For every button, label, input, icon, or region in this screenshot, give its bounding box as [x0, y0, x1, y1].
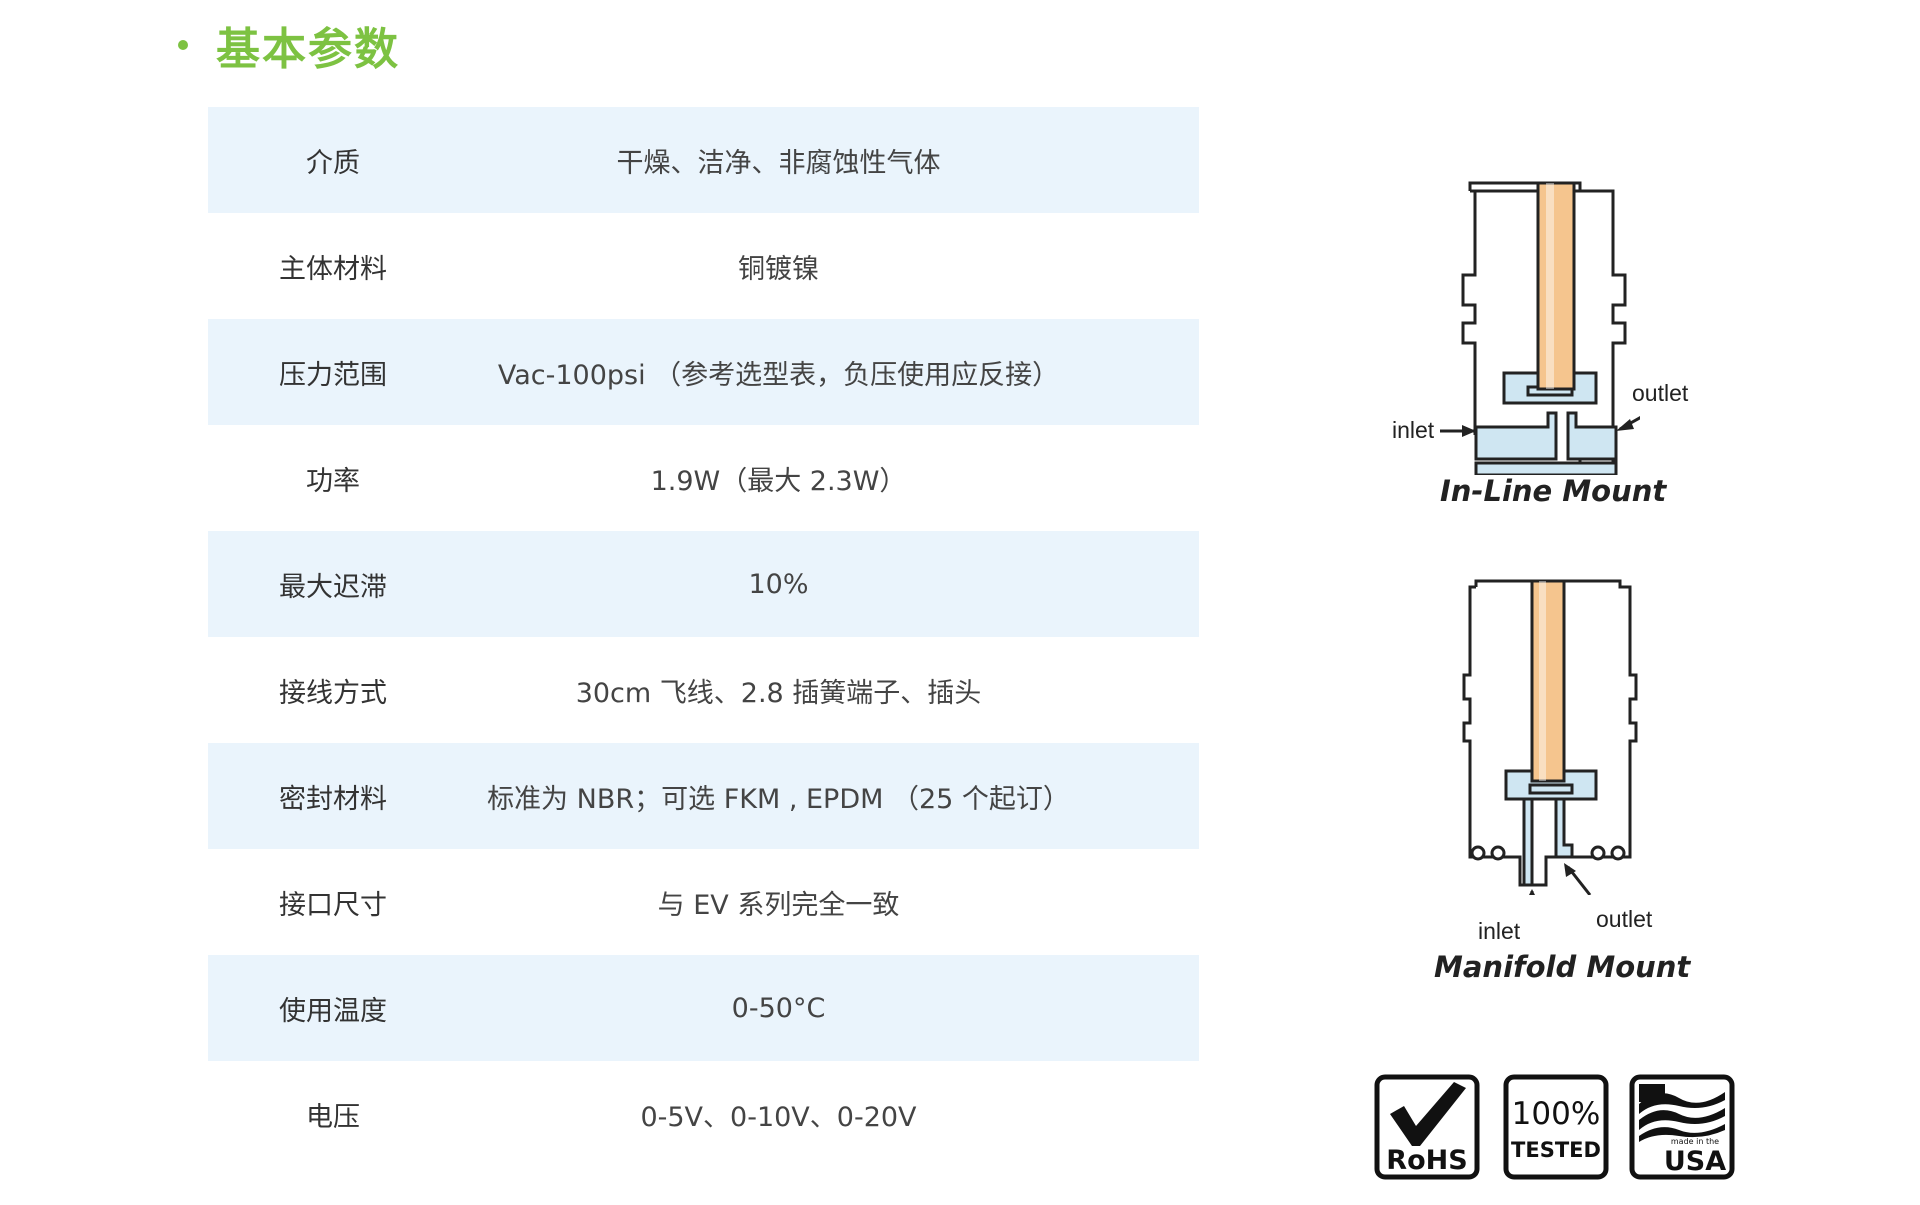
inline-outlet-label: outlet: [1632, 380, 1689, 406]
spec-value: 0-50°C: [731, 992, 826, 1024]
spec-value: 10%: [748, 568, 809, 600]
spec-value: 标准为 NBR；可选 FKM , EPDM （25 个起订）: [487, 783, 1070, 815]
tested-percent-text: 100%: [1512, 1096, 1601, 1132]
tested-badge: 100% TESTED: [1503, 1074, 1609, 1180]
spec-row: 主体材料 铜镀镍: [208, 213, 1199, 319]
spec-value: 与 EV 系列完全一致: [657, 889, 900, 921]
header-bullet-dot: [178, 40, 188, 50]
made-in-usa-badge: made in the USA: [1629, 1074, 1735, 1180]
spec-label: 最大迟滞: [279, 571, 387, 603]
spec-value: 1.9W（最大 2.3W）: [650, 465, 907, 497]
spec-row: 密封材料 标准为 NBR；可选 FKM , EPDM （25 个起订）: [208, 743, 1199, 849]
manifold-inlet-label: inlet: [1478, 918, 1521, 944]
spec-row: 最大迟滞 10%: [208, 531, 1199, 637]
checkmark-icon: [1390, 1082, 1466, 1146]
spec-row: 使用温度 0-50°C: [208, 955, 1199, 1061]
tested-text: TESTED: [1511, 1138, 1601, 1162]
inline-inlet-label: inlet: [1392, 417, 1435, 443]
flag-icon: [1639, 1084, 1725, 1142]
spec-row: 介质 干燥、洁净、非腐蚀性气体: [208, 107, 1199, 213]
section-header: 基本参数: [178, 10, 400, 80]
manifold-outlet-label: outlet: [1596, 906, 1653, 932]
spec-value: 30cm 飞线、2.8 插簧端子、插头: [575, 677, 982, 709]
spec-value: Vac-100psi （参考选型表，负压使用应反接）: [497, 359, 1060, 391]
spec-label: 电压: [306, 1101, 360, 1133]
spec-label: 压力范围: [279, 359, 387, 391]
rohs-badge: RoHS: [1374, 1074, 1480, 1180]
spec-label: 接线方式: [279, 677, 387, 709]
spec-row: 电压 0-5V、0-10V、0-20V: [208, 1061, 1199, 1167]
spec-value: 0-5V、0-10V、0-20V: [640, 1101, 917, 1133]
inline-mount-caption: In-Line Mount: [1440, 474, 1667, 508]
inline-mount-diagram: [1440, 181, 1640, 475]
spec-label: 介质: [306, 147, 360, 179]
spec-value: 干燥、洁净、非腐蚀性气体: [616, 147, 941, 179]
spec-row: 接线方式 30cm 飞线、2.8 插簧端子、插头: [208, 637, 1199, 743]
usa-text: USA: [1664, 1146, 1726, 1177]
spec-label: 功率: [306, 465, 360, 497]
manifold-mount-caption: Manifold Mount: [1434, 950, 1691, 984]
spec-label: 密封材料: [279, 783, 387, 815]
spec-label: 主体材料: [279, 253, 387, 285]
made-in-the-text: made in the: [1671, 1137, 1719, 1146]
spec-label: 使用温度: [279, 995, 387, 1027]
rohs-text: RoHS: [1386, 1145, 1467, 1176]
spec-value: 铜镀镍: [738, 253, 819, 285]
spec-row: 压力范围 Vac-100psi （参考选型表，负压使用应反接）: [208, 319, 1199, 425]
spec-row: 功率 1.9W（最大 2.3W）: [208, 425, 1199, 531]
manifold-mount-diagram: [1462, 579, 1638, 895]
spec-row: 接口尺寸 与 EV 系列完全一致: [208, 849, 1199, 955]
section-title: 基本参数: [216, 24, 400, 75]
spec-label: 接口尺寸: [279, 889, 387, 921]
spec-table: 介质 干燥、洁净、非腐蚀性气体主体材料 铜镀镍压力范围 Vac-100psi （参考选…: [208, 107, 1199, 1167]
